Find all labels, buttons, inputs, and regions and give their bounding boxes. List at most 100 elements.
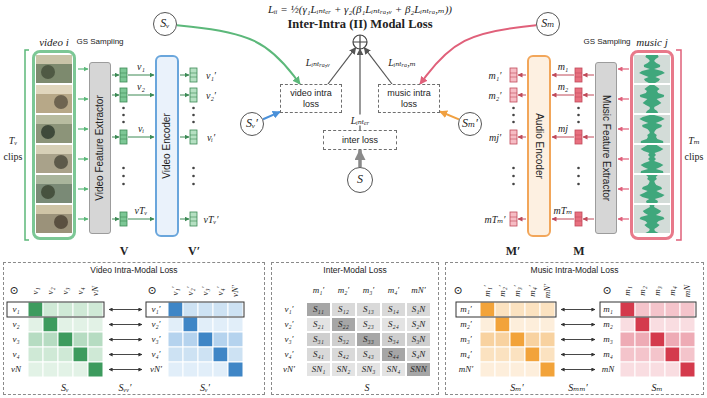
box-label: inter loss xyxy=(339,135,381,145)
matrix-cell xyxy=(525,317,540,332)
matrix-cell xyxy=(525,332,540,347)
waveform xyxy=(639,55,665,83)
audio-segment xyxy=(634,85,670,113)
matrix-cell xyxy=(620,362,635,377)
annotation-label: m₂ xyxy=(603,320,613,330)
matrix-cell xyxy=(620,347,635,362)
annotation-label: m₁′ xyxy=(489,70,502,81)
feature-vector xyxy=(190,130,197,144)
ellipsis-dot xyxy=(192,183,195,186)
vector-slot xyxy=(510,77,517,78)
annotation-label: m₁′ xyxy=(313,286,325,296)
matrix-cell: SN₄ xyxy=(381,362,406,377)
annotation-label: v₁ xyxy=(31,287,41,294)
segment-arrow xyxy=(618,128,629,129)
cell-value: S₁N xyxy=(409,304,429,314)
cell-value: SN₄ xyxy=(384,364,404,374)
matrix-cell xyxy=(43,347,58,362)
matrix-cell xyxy=(28,332,43,347)
annotation-label: v₁′ xyxy=(284,305,293,315)
annotation-label: m₃′ xyxy=(513,285,523,297)
cell-value: S₃₁ xyxy=(310,334,327,344)
ellipsis-dot xyxy=(512,107,515,110)
frame-arrow xyxy=(78,188,88,189)
ellipsis-dot xyxy=(122,175,125,178)
vector-arrow xyxy=(583,219,594,220)
annotation-label: Lᵢₙₜᵣₐ,ₘ xyxy=(388,57,416,68)
annotation-label: GS Sampling xyxy=(76,38,123,47)
annotation-label: vᵢ′ xyxy=(207,132,215,143)
row-highlight xyxy=(146,302,244,317)
annotation-label: M xyxy=(573,245,584,258)
box-label: Video Encoder xyxy=(161,113,173,178)
matrix-cell xyxy=(228,317,243,332)
annotation-label: mj′ xyxy=(489,132,501,143)
vector-arrow xyxy=(128,75,154,76)
box-label: Audio Encoder xyxy=(533,113,545,179)
matrix-cell: S₂₃ xyxy=(356,317,381,332)
vector-arrow xyxy=(112,95,119,96)
matrix-cell: S₃₂ xyxy=(331,332,356,347)
annotation-label: m₁ xyxy=(623,286,633,296)
annotation-label: vN xyxy=(91,286,101,296)
frame-subject xyxy=(41,185,55,199)
ellipsis-dot xyxy=(192,114,195,117)
annotation-label: v₄ xyxy=(12,350,19,360)
similarity-label: Sᵥ′ xyxy=(243,117,261,131)
cell-value: S₁₂ xyxy=(335,304,352,314)
vector-arrow xyxy=(128,95,154,96)
pair-arrow xyxy=(109,354,142,355)
matrix-cell xyxy=(213,332,228,347)
matrix-cell xyxy=(213,362,228,377)
vector-arrow xyxy=(552,95,574,96)
vector-slot xyxy=(575,135,582,136)
vector-slot xyxy=(510,135,517,136)
vector-slot xyxy=(120,221,127,222)
matrix-cell xyxy=(168,332,183,347)
annotation-label: v₂′ xyxy=(206,90,216,101)
matrix-cell xyxy=(183,347,198,362)
matrix-cell: S₂₁ xyxy=(306,317,331,332)
matrix-cell: S₁₃ xyxy=(356,302,381,317)
annotation-label: v₂′ xyxy=(186,286,196,295)
matrix-cell xyxy=(620,302,635,317)
cell-value: S₁₄ xyxy=(385,304,402,314)
pair-arrow xyxy=(109,369,142,370)
ellipsis-dot xyxy=(577,114,580,117)
cell-value: S₄₄ xyxy=(385,349,402,359)
matrix-cell xyxy=(73,302,88,317)
matrix-cell xyxy=(680,302,695,317)
annotation-label: clips xyxy=(685,151,704,162)
annotation-label: GS Sampling xyxy=(583,38,630,47)
annotation-label: Sₘ xyxy=(651,382,662,393)
annotation-label: ⊙ xyxy=(453,284,462,296)
ellipsis-dot xyxy=(192,121,195,124)
waveform xyxy=(640,85,664,113)
cell-value: S₃N xyxy=(409,334,429,344)
feature-vector xyxy=(120,130,127,144)
matrix-cell: SN₁ xyxy=(306,362,331,377)
frame-sky xyxy=(36,175,72,184)
vector-arrow xyxy=(180,137,189,138)
vector-slot xyxy=(575,221,582,222)
vector-arrow xyxy=(180,219,189,220)
cell-value: S₂N xyxy=(409,319,429,329)
frame-arrow xyxy=(78,128,88,129)
annotation-label: Lᵢₙₜᵣₐ,ᵥ xyxy=(306,57,330,68)
feature-vector xyxy=(575,88,582,102)
matrix-cell xyxy=(540,332,555,347)
feature-vector xyxy=(510,212,517,226)
vector-slot xyxy=(120,139,127,140)
vector-arrow xyxy=(180,75,189,76)
annotation-label: m₁′ xyxy=(460,305,472,315)
feature-vector xyxy=(575,212,582,226)
annotation-label: vN′ xyxy=(231,285,241,297)
waveform xyxy=(639,175,664,203)
feature-vector xyxy=(510,88,517,102)
matrix-cell xyxy=(635,317,650,332)
frame-sky xyxy=(36,85,72,94)
pair-arrow xyxy=(561,339,595,340)
matrix-cell xyxy=(620,332,635,347)
annotation-label: vN′ xyxy=(150,365,162,375)
annotation-label: ⊙ xyxy=(147,284,156,296)
